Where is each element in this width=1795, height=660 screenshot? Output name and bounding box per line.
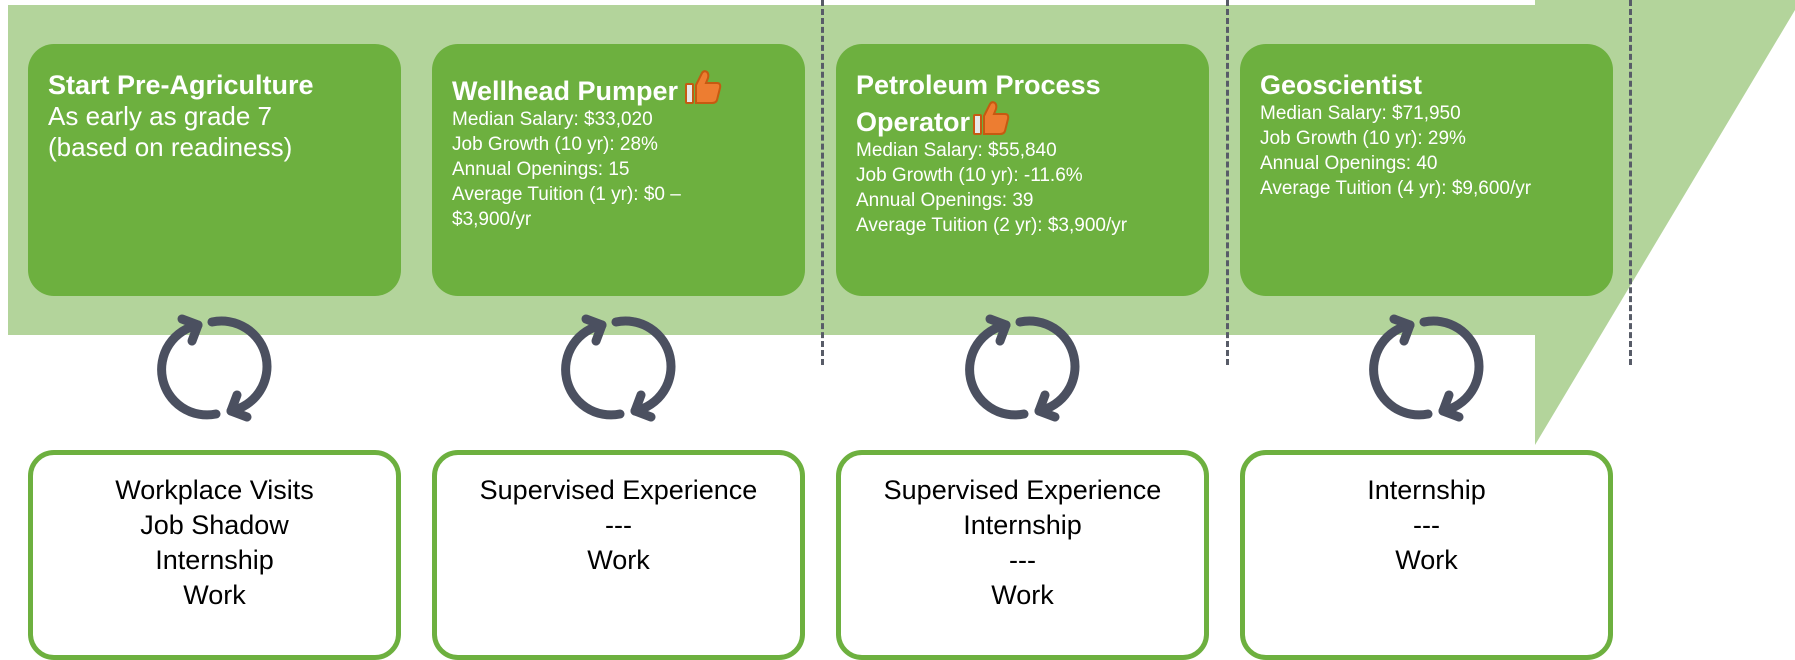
- divider-line: [1629, 0, 1632, 365]
- detail-tuition: Average Tuition (1 yr): $0 –: [452, 184, 681, 205]
- activity-item: Work: [587, 545, 650, 575]
- cycle-arrows-icon: [157, 314, 272, 422]
- step-subtitle: As early as grade 7: [48, 101, 273, 131]
- step-card-wellhead-pumper: Wellhead Pumper Median Salary: $33,020 J…: [432, 44, 805, 296]
- activity-item: Workplace Visits: [115, 475, 314, 505]
- detail-salary: Median Salary: $55,840: [856, 140, 1057, 161]
- step-card-petroleum-process-operator: Petroleum Process Operator Median Salary…: [836, 44, 1209, 296]
- activity-box-geoscientist: Internship --- Work: [1240, 450, 1613, 660]
- step-title-line: Petroleum Process: [856, 70, 1101, 100]
- detail-tuition-cont: $3,900/yr: [452, 209, 532, 230]
- detail-salary: Median Salary: $71,950: [1260, 103, 1461, 124]
- step-card-pre-agriculture: Start Pre-Agriculture As early as grade …: [28, 44, 401, 296]
- activity-item: Job Shadow: [140, 510, 289, 540]
- activity-separator: ---: [1413, 510, 1440, 540]
- step-card-geoscientist: Geoscientist Median Salary: $71,950 Job …: [1240, 44, 1613, 296]
- detail-salary: Median Salary: $33,020: [452, 109, 653, 130]
- cycle-arrows-icon: [965, 314, 1080, 422]
- activity-item: Internship: [155, 545, 274, 575]
- activity-item: Work: [1395, 545, 1458, 575]
- step-title: Wellhead Pumper: [452, 70, 785, 107]
- activity-item: Supervised Experience: [479, 475, 758, 505]
- detail-openings: Annual Openings: 40: [1260, 153, 1438, 174]
- activity-item: Internship: [963, 510, 1082, 540]
- detail-growth: Job Growth (10 yr): 28%: [452, 134, 658, 155]
- activity-separator: ---: [605, 510, 632, 540]
- thumbs-up-icon: [685, 70, 722, 104]
- divider-line: [821, 0, 824, 365]
- detail-growth: Job Growth (10 yr): 29%: [1260, 128, 1466, 149]
- activity-box-wellhead-pumper: Supervised Experience --- Work: [432, 450, 805, 660]
- detail-tuition: Average Tuition (2 yr): $3,900/yr: [856, 215, 1128, 236]
- step-title: Geoscientist: [1260, 70, 1423, 100]
- activity-item: Internship: [1367, 475, 1486, 505]
- detail-growth: Job Growth (10 yr): -11.6%: [856, 165, 1083, 186]
- step-title-text: Wellhead Pumper: [452, 76, 679, 106]
- step-title-line: Operator: [856, 107, 971, 137]
- activity-item: Work: [991, 580, 1054, 610]
- activity-box-pre-agriculture: Workplace Visits Job Shadow Internship W…: [28, 450, 401, 660]
- cycle-arrows-icon: [1369, 314, 1484, 422]
- step-title: Start Pre-Agriculture: [48, 70, 314, 100]
- activity-item: Work: [183, 580, 246, 610]
- step-title: Petroleum Process Operator: [856, 70, 1189, 138]
- divider-line: [1226, 0, 1229, 365]
- thumbs-up-icon: [973, 101, 1010, 135]
- detail-tuition: Average Tuition (4 yr): $9,600/yr: [1260, 178, 1532, 199]
- activity-separator: ---: [1009, 545, 1036, 575]
- detail-openings: Annual Openings: 15: [452, 159, 630, 180]
- activity-box-petroleum-process-operator: Supervised Experience Internship --- Wor…: [836, 450, 1209, 660]
- step-subtitle: (based on readiness): [48, 132, 293, 162]
- activity-item: Supervised Experience: [883, 475, 1162, 505]
- cycle-arrows-icon: [561, 314, 676, 422]
- detail-openings: Annual Openings: 39: [856, 190, 1034, 211]
